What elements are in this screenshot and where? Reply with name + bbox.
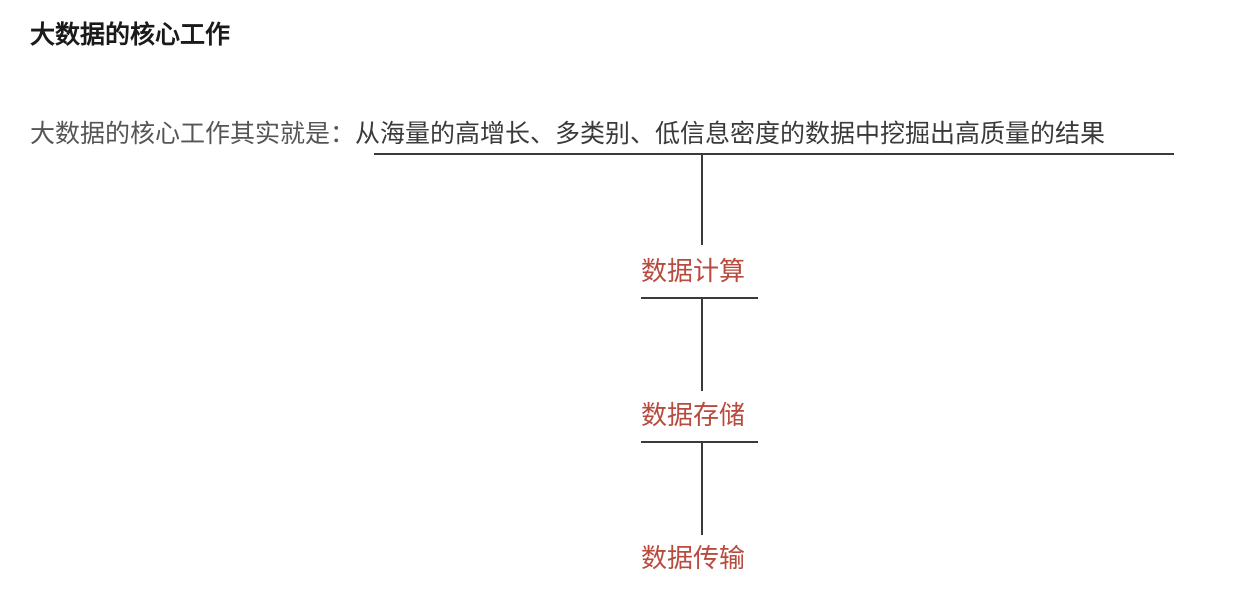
statement-core: 从海量的高增长、多类别、低信息密度的数据中挖掘出高质量的结果 <box>355 119 1106 148</box>
statement-underline <box>374 153 1174 155</box>
node-underline <box>641 441 758 443</box>
node-underline <box>641 297 758 299</box>
node-data-transfer: 数据传输 <box>641 544 746 574</box>
connector-line <box>701 443 703 535</box>
core-statement: 大数据的核心工作其实就是：从海量的高增长、多类别、低信息密度的数据中挖掘出高质量… <box>30 114 1105 154</box>
node-data-storage: 数据存储 <box>641 401 746 431</box>
node-data-compute: 数据计算 <box>641 257 746 287</box>
connector-line <box>701 299 703 391</box>
connector-line <box>701 155 703 245</box>
statement-lead: 大数据的核心工作其实就是： <box>30 119 356 148</box>
page-title: 大数据的核心工作 <box>30 20 231 49</box>
